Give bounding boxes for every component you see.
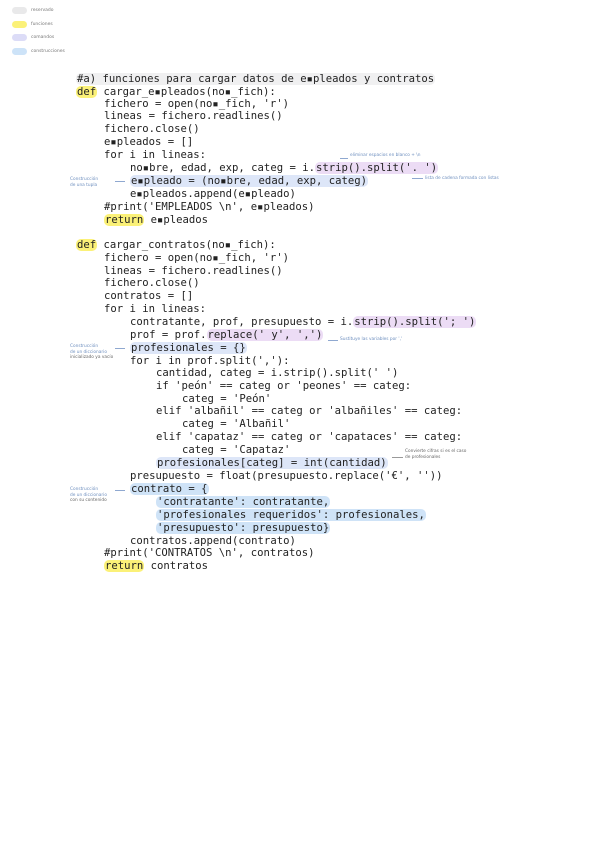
legend-item-construcciones: construcciones	[12, 45, 65, 59]
command-highlight: replace(' y', ',')	[206, 329, 324, 341]
arrow-icon	[392, 457, 403, 458]
code-line: no▪bre, edad, exp, categ = i.strip().spl…	[130, 162, 439, 174]
code-line: cantidad, categ = i.strip().split(' ')	[156, 367, 399, 379]
code-line: 'presupuesto': presupuesto}	[156, 522, 331, 534]
legend-item-comandos: comandos	[12, 31, 65, 45]
construction-highlight: 'contratante': contratante,	[156, 496, 331, 508]
code-line: for i in lineas:	[104, 149, 207, 161]
code-line-return: return e▪pleados	[104, 214, 209, 226]
code-line: for i in prof.split(','):	[130, 355, 290, 367]
code-line: fichero = open(no▪_fich, 'r')	[104, 98, 289, 110]
code-line-return: return contratos	[104, 560, 209, 572]
command-highlight: strip().split('; ')	[353, 316, 477, 328]
code-line: prof = prof.replace(' y', ',')	[130, 329, 324, 341]
construction-highlight: profesionales[categ] = int(cantidad)	[156, 457, 388, 469]
construction-highlight: profesionales = {}	[130, 342, 247, 354]
code-line: contratos = []	[104, 290, 194, 302]
code-line: 'profesionales requeridos': profesionale…	[156, 509, 426, 521]
code-line: e▪pleado = (no▪bre, edad, exp, categ)	[130, 175, 368, 187]
code-line: #print('CONTRATOS \n', contratos)	[104, 547, 315, 559]
code-line: categ = 'Peón'	[182, 393, 272, 405]
construction-highlight: 'profesionales requeridos': profesionale…	[156, 509, 426, 521]
code-line: profesionales = {}	[130, 342, 247, 354]
code-line-comment: #a) funciones para cargar datos de e▪ple…	[76, 73, 436, 85]
code-line: fichero.close()	[104, 277, 200, 289]
legend-swatch	[12, 7, 27, 15]
code-line: elif 'albañil' == categ or 'albañiles' =…	[156, 405, 463, 417]
legend: reservado funciones comandos construccio…	[12, 4, 65, 58]
code-line: e▪pleados.append(e▪pleado)	[130, 188, 296, 200]
construction-highlight: e▪pleado = (no▪bre, edad, exp, categ)	[130, 175, 368, 187]
legend-item-reservado: reservado	[12, 4, 65, 18]
code-line: categ = 'Albañil'	[182, 418, 291, 430]
code-line: presupuesto = float(presupuesto.replace(…	[130, 470, 443, 482]
legend-swatch	[12, 20, 27, 28]
arrow-icon	[328, 340, 338, 341]
legend-swatch	[12, 34, 27, 42]
arrow-icon	[340, 158, 348, 159]
code-line: fichero.close()	[104, 123, 200, 135]
legend-label: comandos	[31, 35, 55, 41]
keyword-return: return	[104, 214, 145, 226]
code-line: #print('EMPLEADOS \n', e▪pleados)	[104, 201, 315, 213]
code-line: fichero = open(no▪_fich, 'r')	[104, 252, 289, 264]
command-highlight: strip().split('. ')	[314, 162, 439, 174]
construction-highlight: 'presupuesto': presupuesto}	[156, 522, 331, 534]
code-line: contrato = {	[130, 483, 209, 495]
code-line: categ = 'Capataz'	[182, 444, 291, 456]
legend-label: reservado	[31, 8, 54, 14]
legend-swatch	[12, 47, 27, 55]
legend-item-funciones: funciones	[12, 18, 65, 32]
code-line-def: def cargar_e▪pleados(no▪_fich):	[76, 86, 276, 98]
code-line: 'contratante': contratante,	[156, 496, 331, 508]
code-line: lineas = fichero.readlines()	[104, 110, 283, 122]
code-line: for i in lineas:	[104, 303, 207, 315]
annotation-note: Sustituye las variables por ','	[340, 337, 403, 342]
legend-label: construcciones	[31, 48, 65, 54]
keyword-def: def	[76, 239, 98, 251]
arrow-icon	[115, 181, 125, 182]
code-line: profesionales[categ] = int(cantidad)	[156, 457, 388, 469]
code-line: elif 'capataz' == categ or 'capataces' =…	[156, 431, 463, 443]
annotation-note: lista de cadena formada con listas	[425, 176, 499, 181]
code-line: if 'peón' == categ or 'peones' == categ:	[156, 380, 412, 392]
code-line: contratos.append(contrato)	[130, 535, 296, 547]
arrow-icon	[412, 178, 423, 179]
annotation-note: eliminar espacios en blanco + \n	[350, 153, 421, 158]
keyword-return: return	[104, 560, 145, 572]
keyword-def: def	[76, 86, 98, 98]
construction-highlight: contrato = {	[130, 483, 209, 495]
code-line-def: def cargar_contratos(no▪_fich):	[76, 239, 276, 251]
code-line: contratante, prof, presupuesto = i.strip…	[130, 316, 477, 328]
arrow-icon	[115, 348, 125, 349]
code-line: lineas = fichero.readlines()	[104, 265, 283, 277]
legend-label: funciones	[31, 21, 53, 27]
code-line: e▪pleados = []	[104, 136, 194, 148]
arrow-icon	[115, 490, 125, 491]
